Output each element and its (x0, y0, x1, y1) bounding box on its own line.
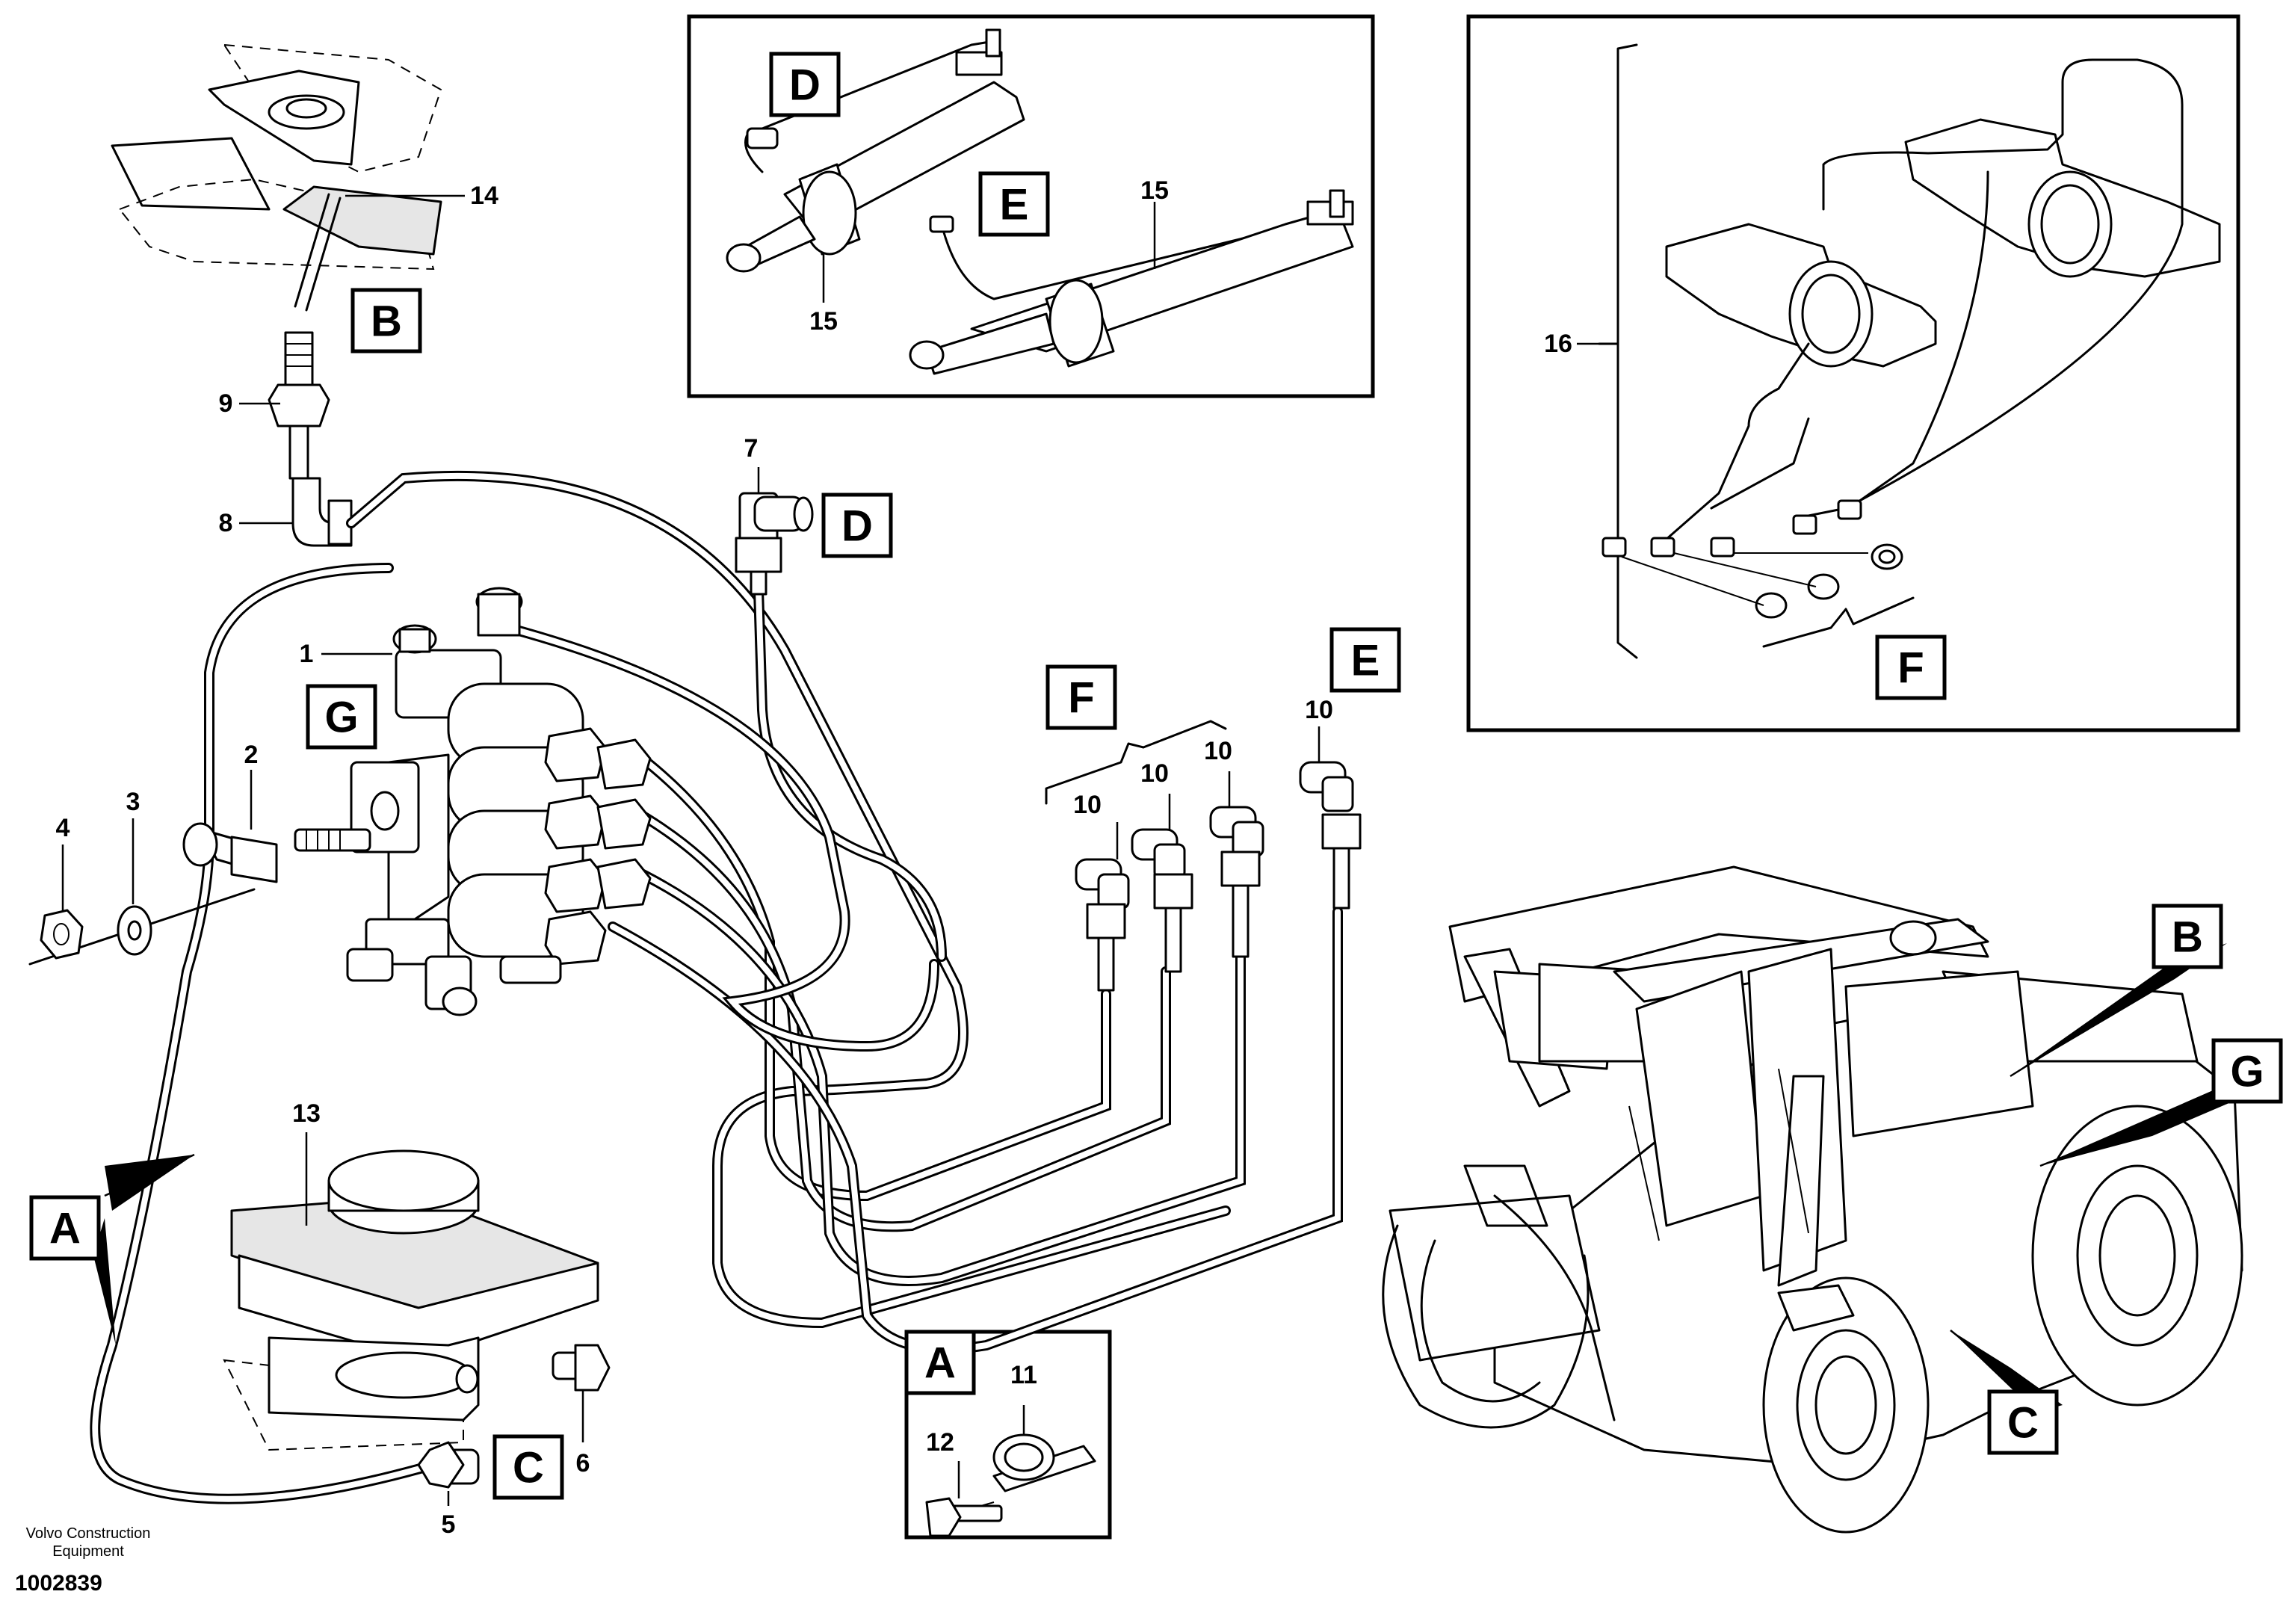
svg-text:C: C (2007, 1399, 2039, 1448)
cylinder-inset-frame (687, 14, 1375, 398)
part-number-4: 4 (56, 814, 70, 842)
letter-label-e-mid: E (1329, 627, 1401, 693)
part-number-10-d: 10 (1305, 696, 1333, 724)
part-number-1: 1 (300, 640, 314, 668)
valve-block (346, 587, 652, 1016)
clamp-hardware (28, 822, 371, 966)
brand-line-1: Volvo Construction (26, 1525, 151, 1542)
part-number-14: 14 (470, 182, 498, 210)
svg-text:E: E (1000, 181, 1029, 229)
svg-text:A: A (924, 1339, 956, 1388)
part-number-13: 13 (292, 1099, 321, 1128)
clamp-inset-frame (904, 1330, 1112, 1540)
leader-lines (61, 194, 1599, 1506)
svg-text:C: C (513, 1444, 544, 1492)
letter-label-d-inset: D (769, 52, 841, 117)
mount-c (223, 1149, 611, 1489)
svg-text:G: G (2230, 1048, 2264, 1096)
svg-text:F: F (1897, 644, 1924, 693)
fitting-9 (268, 331, 330, 480)
part-number-6: 6 (576, 1449, 590, 1478)
part-number-10-c: 10 (1204, 737, 1232, 765)
mounting-plate-b (111, 43, 442, 312)
elbow-7 (735, 492, 814, 596)
bracket-inset-frame (1466, 14, 2240, 732)
letter-label-c-machine: C (1987, 1389, 2059, 1455)
part-number-5: 5 (442, 1510, 456, 1539)
letter-label-e-inset: E (978, 171, 1050, 237)
letter-label-f-inset: F (1875, 635, 1947, 700)
part-number-8: 8 (219, 509, 233, 537)
svg-text:E: E (1351, 637, 1380, 685)
letter-label-a-inset: A (904, 1330, 976, 1395)
letter-label-d-mid: D (821, 493, 893, 558)
svg-text:F: F (1068, 674, 1094, 723)
letter-label-g-machine: G (2211, 1038, 2283, 1104)
part-number-15-b: 15 (1140, 176, 1169, 205)
svg-text:B: B (2172, 913, 2203, 962)
figure-id: 1002839 (15, 1571, 102, 1596)
letter-label-b-machine: B (2152, 904, 2223, 969)
elbow-fittings-10 (1075, 761, 1362, 992)
brace-f-mid (1045, 720, 1227, 805)
svg-text:D: D (841, 502, 873, 551)
svg-text:G: G (324, 694, 358, 742)
part-number-10-b: 10 (1140, 759, 1169, 788)
letter-label-a-left: A (29, 1195, 101, 1261)
part-number-15-a: 15 (809, 307, 838, 336)
part-number-16: 16 (1544, 330, 1572, 358)
svg-text:B: B (371, 297, 402, 346)
elbow-8 (291, 477, 353, 547)
part-number-2: 2 (244, 741, 259, 769)
part-number-7: 7 (744, 434, 759, 463)
svg-text:D: D (789, 61, 821, 110)
part-number-11: 11 (1010, 1361, 1037, 1389)
letter-label-b-top: B (350, 288, 422, 353)
clamp-inset-drawing (925, 1433, 1096, 1537)
letter-label-g-valve: G (306, 684, 377, 750)
part-number-3: 3 (126, 788, 140, 816)
hose-lines (90, 470, 1343, 1504)
part-number-10-a: 10 (1073, 791, 1102, 819)
cylinder-inset-drawing (726, 28, 1354, 375)
brand-line-2: Equipment (52, 1543, 124, 1560)
part-number-9: 9 (219, 389, 233, 418)
bracket-inset-drawing (1598, 43, 2221, 659)
letter-label-c-bottom: C (492, 1434, 564, 1500)
letter-label-f-mid: F (1045, 664, 1117, 730)
machine-illustration (1382, 865, 2243, 1534)
svg-text:A: A (49, 1205, 81, 1253)
part-number-12: 12 (926, 1428, 954, 1457)
